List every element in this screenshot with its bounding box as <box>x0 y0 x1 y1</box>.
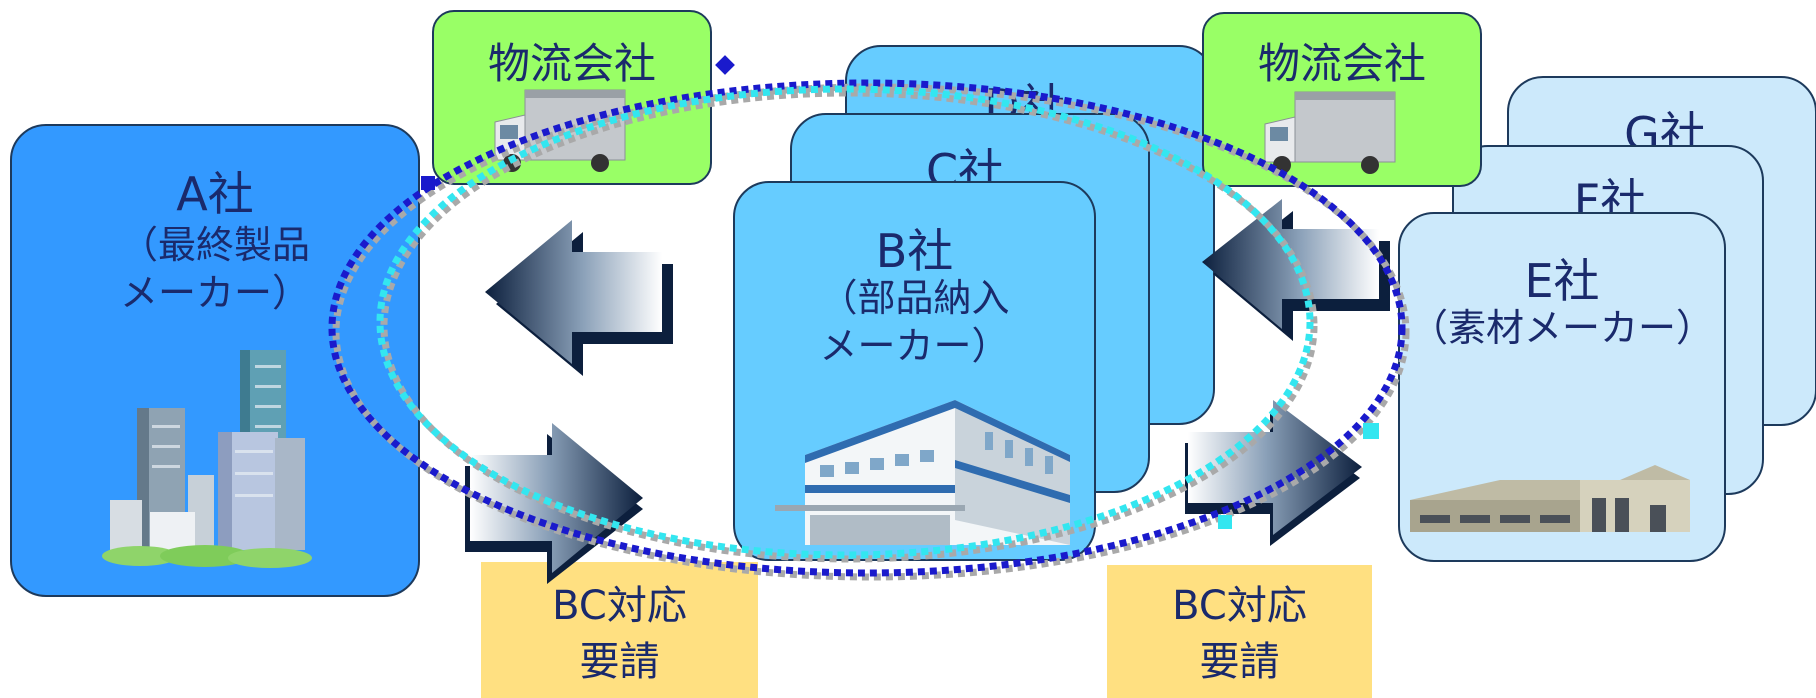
bc-request-box-right <box>1107 565 1372 698</box>
arrow-left-upper <box>485 220 673 376</box>
bc-request-box-left <box>481 562 758 698</box>
company-e-role: （素材メーカー） <box>1409 306 1714 350</box>
company-a-card <box>10 124 420 597</box>
arrow-left-lower <box>465 423 643 584</box>
warehouse-building-icon <box>1410 465 1690 532</box>
loop-marker-top <box>715 55 735 75</box>
company-a-role-line2: メーカー） <box>119 271 310 315</box>
company-b-name: B社 <box>875 224 954 278</box>
company-e-name: E社 <box>1524 254 1600 308</box>
logistics-label-left: 物流会社 <box>487 39 656 88</box>
loop-marker-a <box>421 176 435 190</box>
loop-marker-e <box>1363 423 1379 439</box>
company-a-role-line1: （最終製品 <box>119 223 310 267</box>
bc-request-label-right: BC対応要請 <box>1172 583 1307 685</box>
factory-building-icon <box>775 400 1070 545</box>
truck-icon-right <box>1264 91 1396 174</box>
company-b-role-line2: メーカー） <box>819 324 1010 368</box>
office-buildings-icon <box>102 350 312 568</box>
company-b-role-line1: （部品納入 <box>819 276 1010 320</box>
loop-marker-bottom <box>1218 515 1232 529</box>
bc-request-label-left: BC対応要請 <box>552 583 687 685</box>
company-a-name: A社 <box>176 167 254 221</box>
logistics-label-right: 物流会社 <box>1257 39 1426 88</box>
